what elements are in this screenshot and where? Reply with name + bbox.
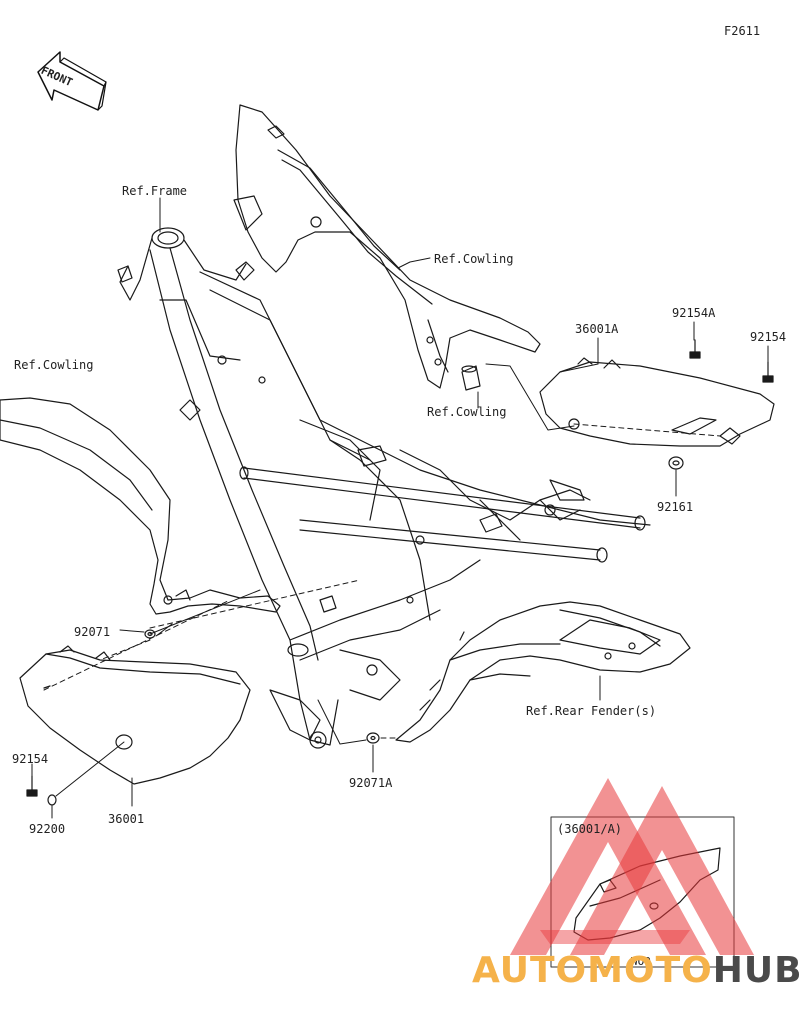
washer-92200-icon xyxy=(47,794,57,806)
part-number-36001: 36001 xyxy=(108,812,145,826)
part-number-92161: 92161 xyxy=(657,500,694,514)
bolt-92154A-icon xyxy=(689,339,701,359)
part-number-92154-left: 92154 xyxy=(12,752,49,766)
front-arrow-icon xyxy=(37,51,107,111)
leader-lines xyxy=(31,197,769,819)
grommet-92071A-icon xyxy=(366,732,380,744)
rear-fender-shape xyxy=(395,601,691,743)
watermark-text-part1: AUTOMOTO xyxy=(472,950,713,991)
part-number-36001A: 36001A xyxy=(575,322,619,336)
part-number-92154-right: 92154 xyxy=(750,330,787,344)
label-ref-cowling-mid: Ref.Cowling xyxy=(427,405,507,419)
side-cover-36001A-shape xyxy=(539,357,775,447)
bolt-92154-right-icon xyxy=(762,361,774,383)
watermark-text-part2: HUB xyxy=(712,950,800,991)
damper-92161-icon xyxy=(668,456,684,470)
watermark-logo-icon xyxy=(510,778,754,955)
part-number-92200: 92200 xyxy=(29,822,66,836)
watermark-text: AUTOMOTOHUB xyxy=(472,950,800,991)
frame-shape xyxy=(117,227,651,749)
inset-title: (36001/A) xyxy=(557,822,623,836)
bolt-92154-left-icon xyxy=(26,775,38,797)
part-number-92071: 92071 xyxy=(74,625,111,639)
collar-cowling-icon xyxy=(461,365,481,391)
label-ref-frame: Ref.Frame xyxy=(122,184,188,198)
upper-cowling-shape xyxy=(233,104,541,389)
grommet-92071-icon xyxy=(144,629,156,639)
label-ref-cowling-left: Ref.Cowling xyxy=(14,358,94,372)
label-ref-cowling-top: Ref.Cowling xyxy=(434,252,514,266)
left-cowling-shape xyxy=(0,397,281,615)
part-number-92071A: 92071A xyxy=(349,776,393,790)
label-ref-rear-fender: Ref.Rear Fender(s) xyxy=(526,704,657,718)
figure-code: F2611 xyxy=(724,24,761,38)
side-cover-36001-shape xyxy=(19,645,251,785)
inset-note: WOO xyxy=(631,955,651,968)
part-number-92154A: 92154A xyxy=(672,306,716,320)
